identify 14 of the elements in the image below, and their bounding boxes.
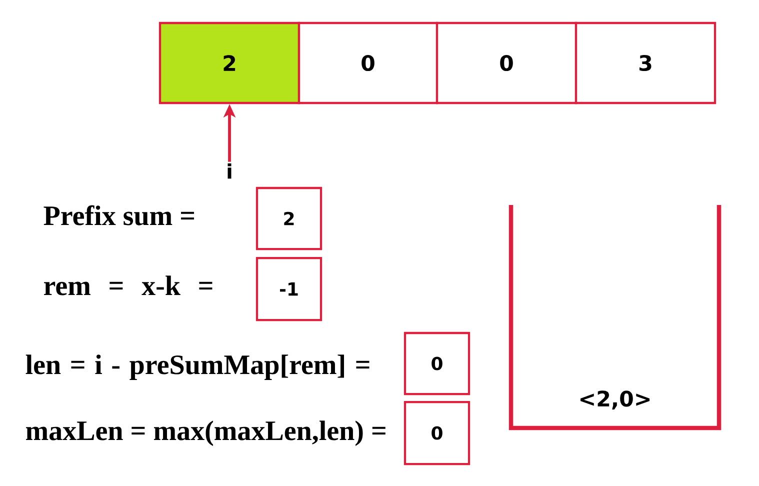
formula-text: len = i - preSumMap[rem] =: [26, 354, 370, 380]
stack-container: <2,0>: [508, 205, 722, 430]
array-cell: 2: [158, 22, 300, 104]
value-box: -1: [256, 256, 322, 322]
formula-text: rem = x-k =: [44, 276, 212, 296]
array-cell: 0: [436, 22, 578, 104]
formula-text: Prefix sum =: [44, 205, 194, 226]
array-cell: 3: [574, 22, 716, 104]
value-box: 2: [256, 186, 322, 250]
value-box: 0: [404, 332, 470, 396]
formula-text: maxLen = max(maxLen,len) =: [26, 420, 386, 446]
value-box: 0: [404, 400, 470, 466]
array-cell: 0: [298, 22, 438, 104]
index-label: i: [228, 163, 232, 179]
